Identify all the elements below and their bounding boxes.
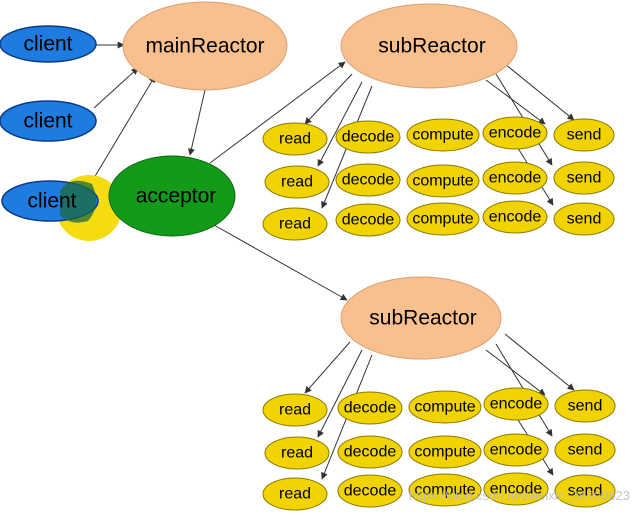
- sub-reactor-label: subReactor: [369, 307, 476, 330]
- decode-node: decode: [335, 120, 401, 154]
- edge-client3-mainreactor: [87, 75, 156, 189]
- encode-label: encode: [490, 396, 543, 413]
- compute-label: compute: [412, 173, 473, 190]
- sub-reactor-node-1: subReactor: [340, 3, 518, 89]
- encode-node: encode: [483, 387, 549, 421]
- compute-node: compute: [408, 473, 482, 507]
- read-node: read: [262, 207, 328, 241]
- edge-sr2-read1: [304, 341, 351, 394]
- send-label: send: [567, 170, 602, 187]
- send-node: send: [554, 433, 616, 467]
- main-reactor-node: mainReactor: [122, 1, 288, 91]
- send-label: send: [567, 211, 602, 228]
- edge-acceptor-subreactor1: [209, 61, 346, 164]
- worker-grid-2: read decode compute encode send read dec…: [262, 387, 616, 511]
- edge-sr1-read2: [317, 81, 363, 167]
- decode-label: decode: [342, 129, 395, 146]
- encode-node: encode: [483, 433, 549, 467]
- acceptor-label: acceptor: [136, 185, 217, 208]
- worker-grid-1: read decode compute encode send read dec…: [262, 116, 615, 241]
- decode-label: decode: [344, 483, 397, 500]
- client-node-2: client: [0, 100, 97, 142]
- compute-label: compute: [414, 482, 475, 499]
- encode-label: encode: [490, 442, 543, 459]
- read-node: read: [262, 393, 328, 427]
- compute-node: compute: [406, 118, 480, 152]
- send-label: send: [568, 398, 603, 415]
- decode-label: decode: [344, 400, 397, 417]
- send-node: send: [553, 202, 615, 236]
- edge-sr1-read1: [304, 73, 353, 125]
- sub-reactor-label: subReactor: [378, 35, 485, 58]
- read-label: read: [279, 402, 311, 419]
- client-label: client: [23, 110, 72, 133]
- decode-label: decode: [344, 444, 397, 461]
- send-node: send: [554, 389, 616, 423]
- watermark-text: https://blog.csdn.net/weixin_36700623: [409, 488, 630, 503]
- sub-reactor-node-2: subReactor: [340, 276, 502, 360]
- edge-mainreactor-acceptor: [188, 89, 206, 156]
- decode-label: decode: [342, 172, 395, 189]
- client-label: client: [23, 33, 72, 56]
- compute-label: compute: [412, 211, 473, 228]
- read-node: read: [264, 165, 330, 199]
- decode-node: decode: [337, 474, 403, 508]
- compute-label: compute: [412, 127, 473, 144]
- encode-node: encode: [483, 472, 549, 506]
- client-node-1: client: [0, 25, 97, 63]
- encode-label: encode: [490, 481, 543, 498]
- decode-node: decode: [335, 163, 401, 197]
- read-node: read: [262, 122, 328, 156]
- send-label: send: [567, 127, 602, 144]
- compute-node: compute: [408, 435, 482, 469]
- read-label: read: [281, 445, 313, 462]
- send-label: send: [568, 442, 603, 459]
- compute-node: compute: [406, 202, 480, 236]
- compute-node: compute: [408, 390, 482, 424]
- encode-label: encode: [489, 125, 542, 142]
- decode-node: decode: [335, 203, 401, 237]
- edge-client2-mainreactor: [93, 67, 139, 109]
- edge-sr1-send1b: [504, 63, 575, 121]
- decode-node: decode: [337, 435, 403, 469]
- encode-node: encode: [482, 116, 548, 150]
- send-node: send: [554, 474, 616, 508]
- read-label: read: [279, 486, 311, 503]
- send-label: send: [568, 483, 603, 500]
- acceptor-node: acceptor: [108, 155, 236, 237]
- edge-acceptor-subreactor2: [213, 224, 348, 301]
- edge-sr2-send1: [485, 349, 546, 396]
- edge-sr2-send1b: [504, 333, 575, 391]
- edge-sr2-read2: [317, 349, 363, 438]
- encode-label: encode: [489, 170, 542, 187]
- read-node: read: [262, 477, 328, 511]
- main-reactor-label: mainReactor: [145, 35, 264, 58]
- send-node: send: [553, 118, 615, 152]
- decode-node: decode: [337, 391, 403, 425]
- compute-label: compute: [414, 399, 475, 416]
- read-node: read: [264, 436, 330, 470]
- encode-label: encode: [489, 209, 542, 226]
- client-label: client: [27, 190, 76, 213]
- read-label: read: [279, 131, 311, 148]
- compute-label: compute: [414, 444, 475, 461]
- read-label: read: [281, 174, 313, 191]
- compute-node: compute: [406, 164, 480, 198]
- client-node-3: client: [1, 180, 99, 223]
- send-node: send: [553, 161, 615, 195]
- read-label: read: [279, 216, 311, 233]
- encode-node: encode: [482, 161, 548, 195]
- edge-sr1-send1: [485, 79, 546, 125]
- encode-node: encode: [482, 200, 548, 234]
- decode-label: decode: [342, 212, 395, 229]
